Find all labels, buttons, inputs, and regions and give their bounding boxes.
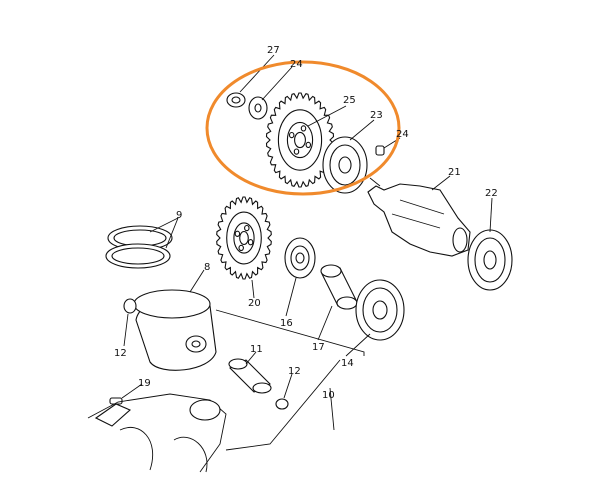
part-8-piston (133, 289, 217, 371)
part-21-shaft (367, 183, 471, 257)
assembly-bracket-lines (215, 177, 381, 451)
label-8: 8 (204, 262, 210, 273)
label-16: 16 (280, 318, 293, 329)
highlight-circle (205, 60, 401, 196)
part-9-piston-rings (105, 225, 173, 269)
label-14: 14 (341, 358, 354, 369)
part-24-lock-washer (248, 96, 268, 120)
part-22-bearing (467, 229, 513, 291)
part-27-washer (226, 92, 246, 108)
label-12-left: 12 (114, 348, 127, 359)
label-12-right: 12 (288, 366, 301, 377)
leader-lines (121, 54, 493, 431)
part-17-sleeve (320, 264, 358, 310)
part-12-circlip-2 (275, 398, 289, 410)
part-16-bearing (284, 237, 316, 279)
label-24-top: 24 (290, 59, 303, 70)
part-12-circlip (123, 298, 137, 314)
part-23-bearing (322, 136, 368, 194)
label-22: 22 (485, 188, 498, 199)
label-17: 17 (312, 342, 325, 353)
label-11: 11 (250, 344, 263, 355)
part-20-gear (216, 196, 272, 280)
part-10-crank (87, 393, 227, 473)
label-23: 23 (370, 110, 383, 121)
part-11-piston-pin (228, 358, 272, 394)
label-20: 20 (248, 298, 261, 309)
label-24-right: 24 (396, 129, 409, 140)
label-10: 10 (322, 390, 335, 401)
label-9: 9 (176, 210, 182, 221)
part-24-key (375, 145, 385, 156)
label-21: 21 (448, 167, 461, 178)
label-27: 27 (267, 45, 280, 56)
label-25: 25 (343, 95, 356, 106)
label-19: 19 (138, 378, 151, 389)
part-25-gear (265, 92, 335, 188)
part-14-bearing (355, 279, 405, 341)
